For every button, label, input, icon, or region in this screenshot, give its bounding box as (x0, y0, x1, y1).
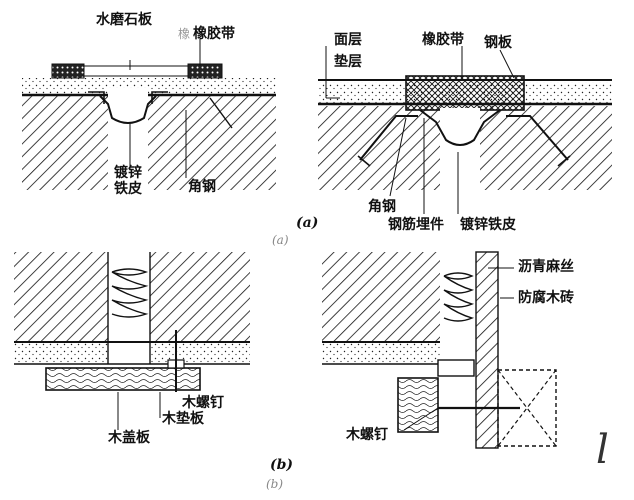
label-wood-cover-board: 木盖板 (108, 430, 150, 446)
label-rubber-strip-right: 橡胶带 (422, 32, 464, 48)
label-steel-plate: 钢板 (484, 35, 512, 51)
terrazzo-slab (83, 65, 189, 77)
label-galv-sheet-right: 镀锌铁皮 (460, 217, 516, 233)
wood-block (397, 377, 439, 433)
angle-steel-left-b (151, 91, 168, 104)
rubber-strip-block (405, 75, 525, 111)
label-wood-pad-board: 木垫板 (162, 411, 204, 427)
side-wall (475, 251, 499, 449)
joint-gap-right (440, 108, 480, 190)
terrazzo-layer (22, 78, 276, 94)
embed-bar-left (209, 97, 233, 129)
panel-b-right (322, 251, 557, 449)
joint-gap-left (108, 88, 148, 190)
concrete-slab-left (22, 96, 276, 190)
wall-left-a (14, 252, 108, 342)
floor-slab-right (322, 252, 440, 342)
wood-cover-board (45, 367, 201, 391)
angle-steel-left-a (88, 91, 105, 104)
angle-steel-right-a (359, 115, 418, 161)
caption-a-bold: (a) (296, 215, 319, 231)
preservative-wood-brick (497, 369, 557, 447)
label-preservative-wood-brick: 防腐木砖 (518, 290, 574, 306)
label-rebar-embed: 钢筋埋件 (388, 217, 444, 233)
label-asphalt-hemp: 沥青麻丝 (518, 259, 574, 275)
panel-a-left (22, 38, 276, 190)
caption-a-light: (a) (272, 233, 289, 247)
galvanized-sheet-left (99, 95, 157, 124)
rubber-strip-left (51, 63, 85, 79)
galvanized-sheet-right (419, 109, 501, 146)
filler-coil-left (111, 268, 149, 318)
label-surface-layer: 面层 (334, 32, 362, 48)
asphalt-hemp-coil (443, 272, 475, 322)
angle-steel-right-b (506, 115, 569, 161)
panel-b-left (14, 252, 250, 430)
corner-handwritten-mark: l (596, 427, 609, 473)
caption-b-light: (b) (266, 477, 284, 491)
label-cushion-layer: 垫层 (334, 54, 362, 70)
caption-b-bold: (b) (270, 457, 294, 473)
panel-a-right (318, 46, 612, 214)
label-wood-screw-right: 木螺钉 (346, 427, 388, 443)
rubber-strip-right (187, 63, 223, 79)
wall-left-b (150, 252, 250, 342)
label-wood-screw-left: 木螺钉 (182, 395, 224, 411)
label-galv-line2: 铁皮 (114, 181, 142, 197)
label-terrazzo-slab: 水磨石板 (96, 12, 152, 28)
label-angle-steel-right: 角钢 (368, 199, 396, 215)
label-galv-line1: 镀锌 (114, 165, 142, 181)
label-angle-steel-left: 角钢 (188, 179, 216, 195)
label-rubber-prefix: 橡 (178, 27, 191, 41)
label-rubber-strip-left: 橡胶带 (193, 26, 235, 42)
